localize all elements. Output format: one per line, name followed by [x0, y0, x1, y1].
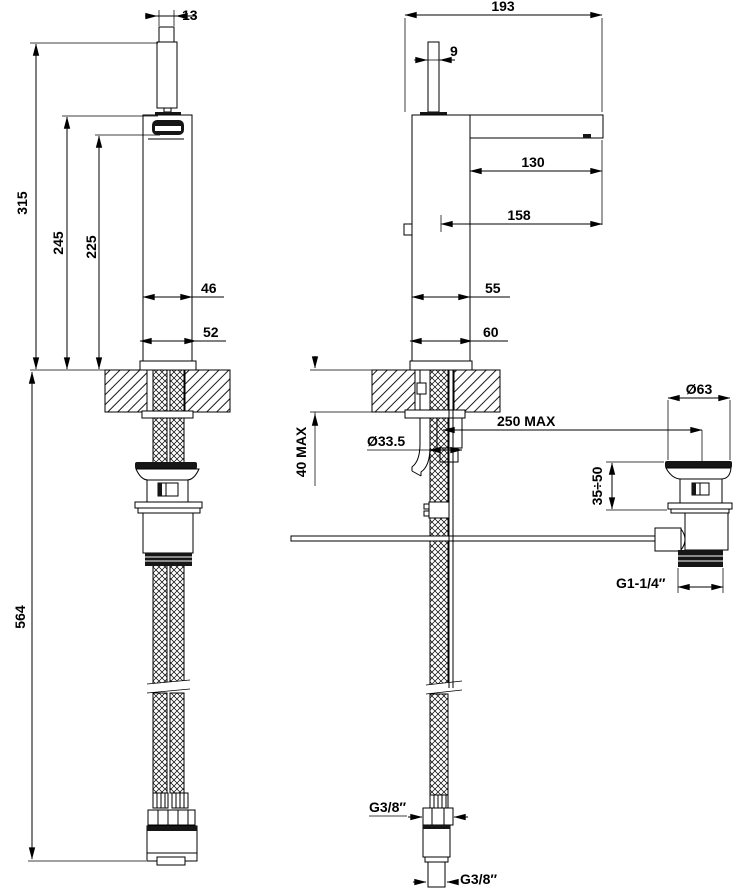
spout-side	[469, 114, 604, 139]
shank-locknut-front	[141, 410, 194, 419]
dim-base-width: 52	[139, 324, 226, 345]
dim-label-rod-reach: 250 MAX	[497, 413, 556, 429]
handle-front	[155, 26, 181, 116]
dim-body-depth: 55	[411, 280, 510, 301]
dim-label-body-width: 46	[201, 280, 217, 296]
supply-hoses-front	[146, 369, 191, 794]
popup-vertical-rod	[448, 370, 454, 688]
dim-total-height: 315	[14, 42, 158, 370]
dim-lever-thickness: 9	[414, 43, 458, 64]
dim-label-waste-flange: Ø63	[686, 381, 713, 397]
dim-spout-height: 225	[83, 134, 160, 370]
dim-label-total-height: 315	[14, 191, 30, 215]
dim-label-shank-diameter: Ø33.5	[367, 433, 405, 449]
hose-fitting-side	[422, 794, 454, 888]
dim-label-upper-height: 245	[50, 231, 66, 255]
dim-waste-flange-diameter: Ø63	[667, 381, 731, 460]
dim-rod-reach: 250 MAX	[442, 413, 703, 461]
dim-label-spout-reach: 130	[521, 154, 545, 170]
handle-side	[420, 41, 447, 116]
dim-label-spout-height: 225	[83, 235, 99, 259]
dim-overall-reach: 158	[440, 207, 603, 232]
dim-label-lever-thickness: 9	[450, 43, 458, 59]
dim-label-hose-end-thread: G3/8″	[460, 871, 497, 887]
dim-label-total-depth: 193	[491, 0, 515, 14]
dim-hose-end-thread: G3/8″	[413, 871, 497, 887]
body-side	[403, 114, 473, 371]
dim-upper-height: 245	[50, 115, 158, 370]
side-view	[290, 41, 733, 888]
dim-label-waste-adjust: 35÷50	[589, 466, 605, 505]
deck-section-side	[371, 369, 501, 413]
dim-spout-reach: 130	[469, 154, 603, 175]
hose-fitting-front	[146, 792, 198, 866]
popup-waste-front	[134, 462, 203, 566]
dim-body-width: 46	[142, 280, 224, 301]
dim-shank-diameter: Ø33.5	[367, 433, 463, 454]
dim-waste-adjust-range: 35÷50	[589, 461, 667, 511]
dim-hose-thread: G3/8″	[369, 799, 468, 821]
popup-lever-rod	[290, 535, 658, 542]
dim-label-body-depth: 55	[485, 280, 501, 296]
dim-label-waste-thread: G1-1/4″	[616, 575, 666, 591]
dim-handle-width: 13	[145, 7, 198, 26]
dim-label-base-width: 52	[203, 324, 219, 340]
dim-total-depth: 193	[404, 0, 603, 225]
dim-hose-length: 564	[12, 371, 146, 862]
dim-base-depth: 60	[409, 324, 508, 345]
dim-label-overall-reach: 158	[507, 207, 531, 223]
popup-waste-side	[654, 461, 733, 567]
shank-locknut-side	[404, 409, 466, 419]
spout-outlet-front	[148, 120, 184, 140]
dim-label-hose-thread: G3/8″	[369, 799, 406, 815]
dim-waste-thread: G1-1/4″	[616, 568, 724, 593]
dimensions: 13 315 245 225 46 52	[12, 0, 731, 887]
dim-label-handle-width: 13	[182, 7, 198, 23]
dim-label-deck-thickness: 40 MAX	[293, 426, 309, 477]
dim-deck-thickness: 40 MAX	[293, 356, 404, 486]
front-view	[104, 26, 231, 866]
deck-section-front	[104, 369, 231, 413]
rod-clamp	[423, 501, 450, 519]
body-front	[139, 114, 197, 371]
dim-label-base-depth: 60	[483, 324, 499, 340]
dim-label-hose-length: 564	[12, 605, 28, 629]
